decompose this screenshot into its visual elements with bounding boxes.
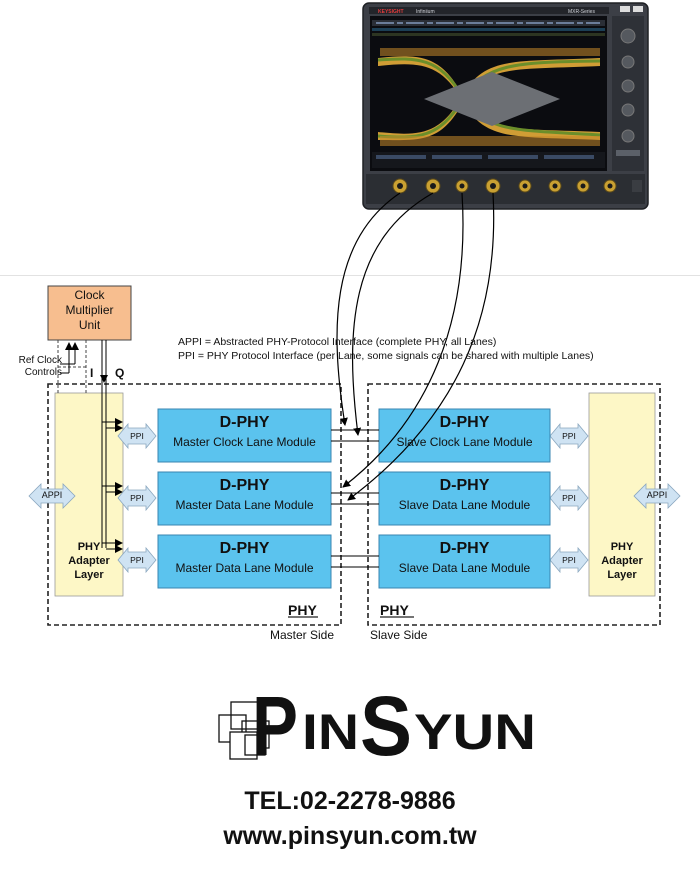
slave-module-3-title: D-PHY: [439, 540, 490, 557]
master-ppi-arrows: [117, 422, 157, 574]
legend-appi: APPI = Abstracted PHY-Protocol Interface…: [178, 336, 497, 348]
ref-clock-line-2: Controls: [24, 367, 62, 378]
master-side-box: [47, 383, 342, 626]
slave-data-lane-module-1: D-PHY Slave Data Lane Module: [379, 476, 550, 514]
probe-wires: [336, 192, 495, 501]
slave-module-box-3: [378, 534, 551, 589]
eye-diagram: [377, 48, 601, 146]
master-data-lane-module-2: D-PHY Master Data Lane Module: [158, 539, 331, 577]
svg-text:YUN: YUN: [414, 704, 536, 760]
clock-multiplier-unit: Clock Multiplier Unit: [48, 288, 131, 333]
master-side-label: Master Side: [270, 628, 335, 642]
master-module-1-title: D-PHY: [219, 414, 270, 431]
master-clock-lane-module: D-PHY Master Clock Lane Module: [158, 413, 331, 451]
oscilloscope: KEYSIGHT Infiniium MXR-Series: [362, 2, 649, 210]
oscilloscope-series: MXR-Series: [568, 9, 595, 15]
clock-label-line-3: Unit: [78, 318, 101, 332]
master-adapter-line-2: Adapter: [68, 555, 110, 567]
lane-wires: [331, 429, 379, 568]
oscilloscope-brand: KEYSIGHT: [378, 9, 404, 15]
ref-clock-controls: Ref Clock Controls: [4, 355, 62, 379]
slave-module-1-subtitle: Slave Clock Lane Module: [396, 435, 533, 449]
master-module-2-title: D-PHY: [219, 477, 270, 494]
clock-label-line-1: Clock: [74, 288, 105, 302]
master-data-lane-module-1: D-PHY Master Data Lane Module: [158, 476, 331, 514]
separator-line: [0, 275, 700, 276]
slave-data-lane-module-2: D-PHY Slave Data Lane Module: [379, 539, 550, 577]
master-phy-label: PHY: [288, 602, 317, 618]
slave-adapter-line-3: Layer: [607, 569, 637, 581]
dphy-block-diagram: [28, 192, 681, 626]
slave-phy-label: PHY: [380, 602, 409, 618]
slave-ppi-label-2: PPI: [562, 493, 576, 503]
svg-text:S: S: [360, 679, 412, 770]
master-module-3-subtitle: Master Data Lane Module: [175, 561, 314, 575]
slave-adapter-line-2: Adapter: [601, 555, 643, 567]
slave-module-box-2: [378, 471, 551, 526]
contact-tel: TEL:02-2278-9886: [244, 787, 456, 815]
pinsyun-logo: P IN S YUN: [212, 672, 542, 773]
slave-ppi-label-1: PPI: [562, 431, 576, 441]
clock-label-line-2: Multiplier: [65, 303, 114, 317]
slave-module-1-title: D-PHY: [439, 414, 490, 431]
i-label: I: [90, 366, 94, 380]
oscilloscope-model: Infiniium: [416, 9, 435, 15]
slave-adapter-line-1: PHY: [610, 541, 634, 553]
slave-module-2-title: D-PHY: [439, 477, 490, 494]
master-module-3-title: D-PHY: [219, 540, 270, 557]
master-module-1-subtitle: Master Clock Lane Module: [173, 435, 316, 449]
slave-ppi-label-3: PPI: [562, 555, 576, 565]
master-appi-arrow: [28, 483, 76, 509]
slave-side-label: Slave Side: [370, 628, 428, 642]
svg-text:IN: IN: [302, 704, 359, 760]
oscilloscope-controls: [612, 6, 644, 171]
slave-module-box-1: [378, 408, 551, 463]
slave-module-2-subtitle: Slave Data Lane Module: [398, 498, 531, 512]
clock-multiplier-box: [47, 285, 132, 341]
master-module-box-3: [157, 534, 332, 589]
eye-mask: [424, 72, 560, 126]
master-adapter-line-3: Layer: [74, 569, 104, 581]
svg-text:P: P: [252, 679, 298, 770]
master-ppi-label-3: PPI: [130, 555, 144, 565]
master-module-box-1: [157, 408, 332, 463]
legend-ppi: PPI = PHY Protocol Interface (per Lane, …: [178, 350, 594, 362]
ref-clock-line-1: Ref Clock: [18, 355, 62, 366]
slave-clock-lane-module: D-PHY Slave Clock Lane Module: [379, 413, 550, 451]
contact-website[interactable]: www.pinsyun.com.tw: [223, 822, 477, 850]
master-adapter-layer: PHY Adapter Layer: [55, 540, 123, 582]
master-module-box-2: [157, 471, 332, 526]
master-module-2-subtitle: Master Data Lane Module: [175, 498, 314, 512]
pinsyun-logo-mark: P IN S YUN: [218, 679, 536, 773]
master-appi-label: APPI: [41, 490, 63, 500]
master-ppi-label-1: PPI: [130, 431, 144, 441]
slave-appi-label: APPI: [646, 490, 668, 500]
master-adapter-line-1: PHY: [77, 541, 101, 553]
slave-appi-arrow: [633, 483, 681, 509]
q-label: Q: [115, 366, 125, 380]
slave-module-3-subtitle: Slave Data Lane Module: [398, 561, 531, 575]
slave-adapter-layer: PHY Adapter Layer: [589, 540, 655, 582]
slave-ppi-arrows: [549, 422, 589, 574]
master-ppi-label-2: PPI: [130, 493, 144, 503]
